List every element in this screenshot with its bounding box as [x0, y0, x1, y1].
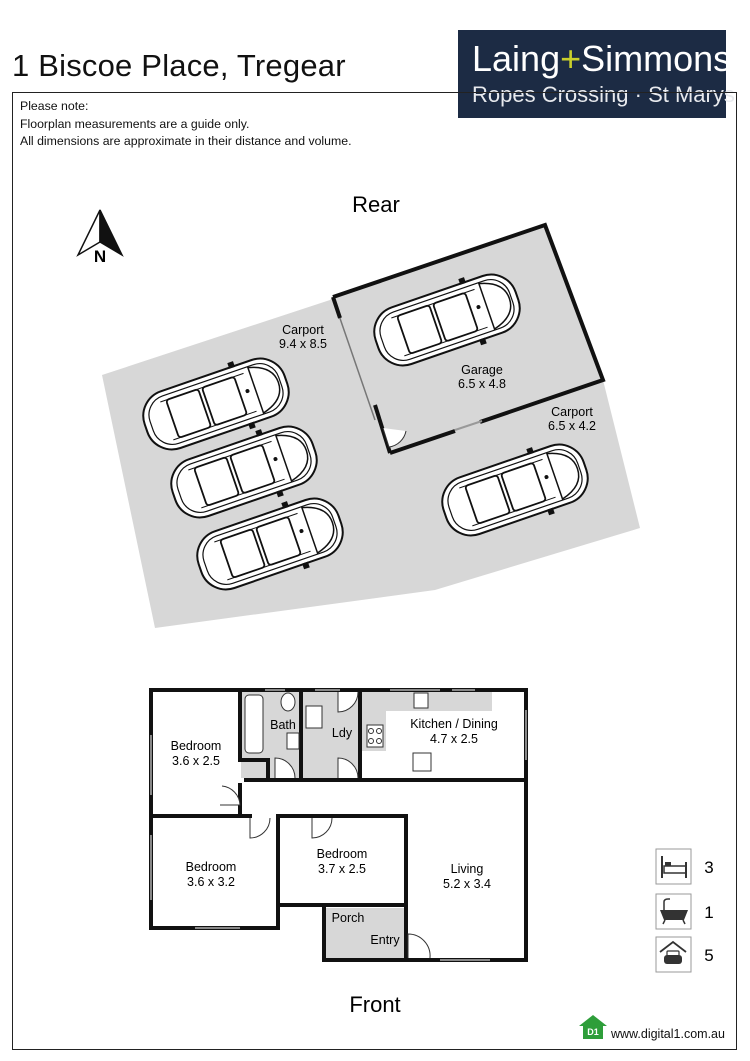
- carport-right-name: Carport: [551, 405, 593, 419]
- bath-name: Bath: [270, 718, 296, 732]
- carport-left-name: Carport: [282, 323, 324, 337]
- bathrooms-count: 1: [704, 903, 713, 922]
- disclaimer: Please note: Floorplan measurements are …: [20, 98, 352, 151]
- carport-right-size: 6.5 x 4.2: [548, 419, 596, 433]
- kitchen-name: Kitchen / Dining: [410, 717, 498, 731]
- disclaimer-line2: All dimensions are approximate in their …: [20, 134, 352, 148]
- rear-label: Rear: [352, 192, 400, 217]
- disclaimer-heading: Please note:: [20, 99, 89, 113]
- porch-name: Porch: [332, 911, 365, 925]
- kitchen-fixtures: [366, 692, 432, 772]
- house-walls: [149, 688, 528, 962]
- garage-walls: [331, 222, 606, 455]
- agency-offices: Ropes Crossing · St Marys: [472, 82, 735, 107]
- bed-icon: [655, 848, 692, 885]
- garage-size: 6.5 x 4.8: [458, 377, 506, 391]
- garage-name: Garage: [461, 363, 503, 377]
- bedroom3-name: Bedroom: [317, 847, 368, 861]
- bedroom2-name: Bedroom: [186, 860, 237, 874]
- kitchen-size: 4.7 x 2.5: [430, 732, 478, 746]
- windows: [150, 689, 527, 961]
- living-name: Living: [451, 862, 484, 876]
- parking-count: 5: [704, 946, 713, 965]
- agency-name-part1: Laing: [472, 38, 561, 79]
- bathroom-fixtures: [244, 692, 323, 754]
- bedroom2-size: 3.6 x 3.2: [187, 875, 235, 889]
- agency-name-part2: Simmons: [581, 38, 732, 79]
- bathtub-icon: [655, 893, 692, 930]
- floorplan-frame: [12, 92, 737, 1050]
- door-swings: [220, 691, 431, 959]
- porch-floor: [325, 908, 405, 960]
- bedroom1-name: Bedroom: [171, 739, 222, 753]
- carport-divider: [332, 297, 376, 421]
- bedroom1-size: 3.6 x 2.5: [172, 754, 220, 768]
- agency-plus-mark: +: [560, 38, 582, 79]
- laundry-name: Ldy: [332, 726, 353, 740]
- bedrooms-count: 3: [704, 858, 713, 877]
- north-arrow-icon: [76, 209, 124, 257]
- agency-name: Laing+Simmons: [472, 38, 731, 80]
- front-label: Front: [349, 992, 400, 1017]
- garage-car-icon: [655, 936, 692, 973]
- north-label: N: [94, 247, 106, 266]
- agency-logo: Laing+Simmons Ropes Crossing · St Marys: [458, 30, 735, 118]
- digital1-logo-icon: [579, 1015, 607, 1039]
- living-size: 5.2 x 3.4: [443, 877, 491, 891]
- digital1-badge-text: D1: [587, 1027, 599, 1037]
- carport-left-size: 9.4 x 8.5: [279, 337, 327, 351]
- disclaimer-line1: Floorplan measurements are a guide only.: [20, 116, 250, 131]
- website-link[interactable]: www.digital1.com.au: [611, 1027, 725, 1041]
- entry-name: Entry: [370, 933, 400, 947]
- property-address: 1 Biscoe Place, Tregear: [12, 48, 346, 83]
- bedroom3-size: 3.7 x 2.5: [318, 862, 366, 876]
